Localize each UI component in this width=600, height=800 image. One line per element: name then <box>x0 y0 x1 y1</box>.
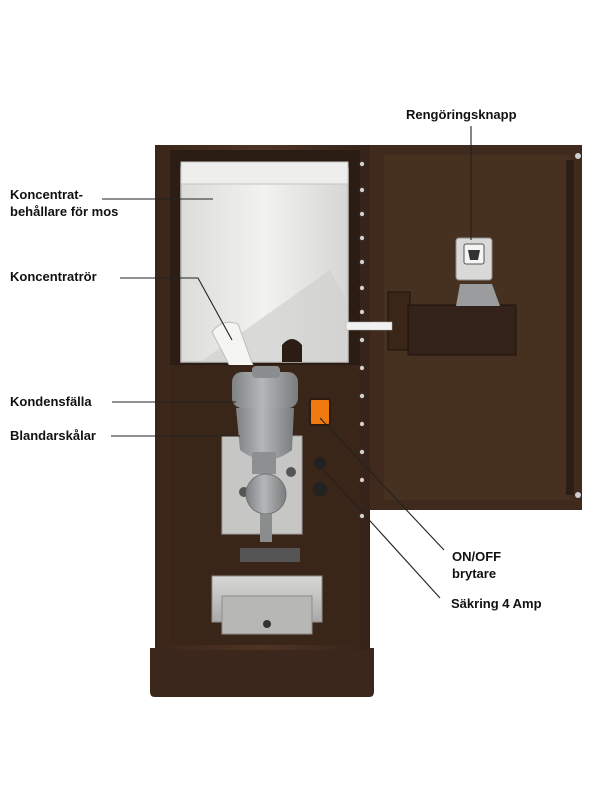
label-mixing-bowls: Blandarskålar <box>10 428 96 443</box>
on-off-switch <box>309 398 331 426</box>
leader-switch <box>319 417 445 551</box>
door-screw-top <box>575 153 581 159</box>
label-condensation-trap: Kondensfälla <box>10 394 92 409</box>
label-concentrate-container: Koncentrat- behållare för mos <box>10 187 119 219</box>
mixing-bowl <box>236 408 294 460</box>
label-cleaning-button: Rengöringsknapp <box>406 107 517 122</box>
label-switch: ON/OFF brytare <box>452 549 502 581</box>
machine-base <box>150 648 374 697</box>
drip-tray-knob <box>263 620 271 628</box>
fuse-holder-top <box>314 457 326 469</box>
mixer-outlet <box>260 514 272 542</box>
container-lid <box>180 161 349 185</box>
leader-lines <box>102 126 472 599</box>
door-latch <box>387 291 411 351</box>
drip-tray-front <box>221 595 313 635</box>
label-fuse: Säkring 4 Amp <box>451 596 542 611</box>
trap-cap <box>252 366 280 378</box>
plate-screw-right <box>286 467 296 477</box>
spout-part <box>456 284 500 306</box>
container-notch <box>282 339 302 362</box>
door-bracket <box>407 304 517 356</box>
cup-icon <box>468 250 480 260</box>
ribbon-cable <box>345 321 393 331</box>
mixer-neck <box>252 452 276 474</box>
label-concentrate-tube: Koncentratrör <box>10 269 97 284</box>
door-edge <box>566 160 574 495</box>
condensation-trap <box>232 372 298 408</box>
leader-concentrate-tube <box>120 277 233 341</box>
leader-fuse <box>321 467 441 599</box>
fuse-holder <box>313 482 327 496</box>
door-screw-bottom <box>575 492 581 498</box>
mixer-motor <box>245 473 287 515</box>
cup-area <box>240 548 300 562</box>
